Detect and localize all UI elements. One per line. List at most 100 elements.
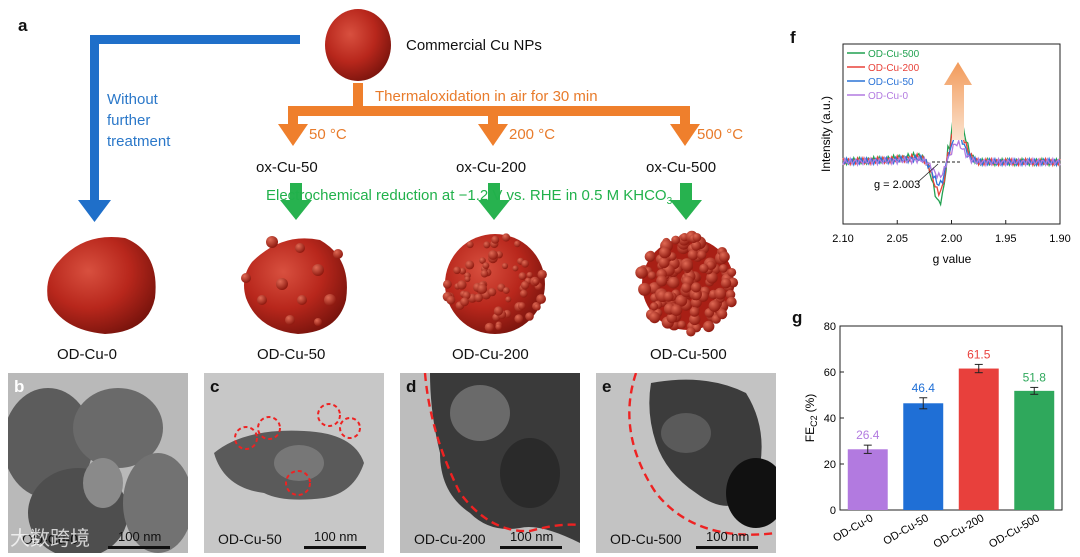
source-label: Commercial Cu NPs xyxy=(406,37,542,54)
surface-bump xyxy=(518,272,527,280)
scale-bar-d xyxy=(500,546,562,549)
bar-ylabel: FEC2(%) xyxy=(803,394,819,443)
surface-bump xyxy=(488,250,498,260)
od-cu-50-particle xyxy=(241,236,347,334)
bar-ylabel-main: FE xyxy=(803,427,817,442)
bar-value-label: 61.5 xyxy=(967,347,991,361)
tem-image-e: e OD-Cu-500 100 nm xyxy=(596,373,776,553)
temp-label-500: 500 °C xyxy=(697,126,744,143)
surface-bump xyxy=(514,314,524,324)
surface-bump xyxy=(533,303,541,311)
epr-series-line xyxy=(842,138,1061,180)
orange-arrow-tree xyxy=(278,83,700,146)
surface-bump xyxy=(689,313,701,326)
epr-ylabel: Intensity (a.u.) xyxy=(819,96,833,172)
surface-bump xyxy=(671,235,681,245)
category-label: OD-Cu-0 xyxy=(831,512,875,544)
surface-bump xyxy=(487,287,497,297)
surface-bump xyxy=(501,262,509,270)
surface-bump xyxy=(686,327,696,337)
reduction-text: Electrochemical reduction at −1.2 V vs. … xyxy=(266,187,667,204)
x-tick-label: 2.10 xyxy=(832,233,853,245)
x-tick-label: 2.00 xyxy=(941,233,962,245)
panel-label-e: e xyxy=(602,377,612,396)
tem-c-texture xyxy=(204,373,384,553)
y-tick-label: 80 xyxy=(824,321,836,333)
bar-ylabel-unit: (%) xyxy=(803,394,817,413)
x-tick-label: 1.95 xyxy=(995,233,1016,245)
x-tick-label: 1.90 xyxy=(1049,233,1070,245)
surface-bump xyxy=(519,289,528,298)
surface-bump xyxy=(474,293,483,303)
y-tick-label: 0 xyxy=(830,505,836,517)
y-tick-label: 60 xyxy=(824,367,836,379)
legend-entry: OD-Cu-0 xyxy=(868,91,908,102)
surface-bump xyxy=(464,276,471,283)
surface-bump xyxy=(525,312,534,321)
commercial-cu-particle xyxy=(325,9,391,81)
thermal-label: Thermaloxidation in air for 30 min xyxy=(375,88,598,105)
surface-bump xyxy=(692,233,702,242)
scheme-diagram xyxy=(47,9,739,337)
scale-text-e: 100 nm xyxy=(706,529,750,544)
left-note-line-3: treatment xyxy=(107,133,171,150)
reduction-sub: 3 xyxy=(666,196,673,207)
scale-bar-c xyxy=(304,546,366,549)
tem-d-texture xyxy=(400,373,580,553)
epr-annotation: g = 2.003 xyxy=(874,179,920,191)
bar xyxy=(958,368,999,510)
surface-bump xyxy=(714,287,727,300)
surface-bump xyxy=(644,251,656,262)
surface-bump xyxy=(718,251,730,263)
surface-bump xyxy=(502,233,511,242)
surface-bump xyxy=(457,280,467,290)
scale-bar-e xyxy=(696,546,758,549)
surface-bump xyxy=(727,268,737,277)
tem-e-texture xyxy=(596,373,776,553)
surface-bump xyxy=(692,291,702,301)
surface-bump xyxy=(681,282,692,293)
surface-bump xyxy=(726,296,737,308)
bar xyxy=(903,403,944,510)
surface-bump xyxy=(687,249,699,261)
bar-value-label: 51.8 xyxy=(1023,370,1047,384)
surface-bump xyxy=(518,302,526,310)
surface-bump xyxy=(459,267,466,275)
od-cu-500-particle xyxy=(635,230,739,337)
surface-bump xyxy=(708,300,721,312)
fe-bar-chart: 26.4OD-Cu-046.4OD-Cu-5061.5OD-Cu-20051.8… xyxy=(803,321,1063,551)
x-tick-label: 2.05 xyxy=(887,233,908,245)
panel-label-a: a xyxy=(18,16,28,35)
legend-entry: OD-Cu-200 xyxy=(868,63,920,74)
surface-bump xyxy=(465,260,475,270)
od-label-0: OD-Cu-0 xyxy=(57,346,118,363)
green-arrows xyxy=(280,183,702,220)
surface-bump xyxy=(647,271,657,280)
surface-bump xyxy=(635,266,648,279)
category-label: OD-Cu-50 xyxy=(881,512,930,547)
surface-bump xyxy=(483,241,491,249)
tem-image-b: b OD-Cu-0 100 nm xyxy=(8,373,188,553)
surface-bump xyxy=(482,262,490,269)
scale-bar-b xyxy=(108,546,170,549)
left-note: Without further treatment xyxy=(107,89,170,152)
surface-bump xyxy=(670,304,683,316)
od-label-50: OD-Cu-50 xyxy=(257,346,326,363)
epr-xlabel: g value xyxy=(933,252,972,266)
surface-bump xyxy=(663,291,674,302)
tem-caption-e: OD-Cu-500 xyxy=(610,531,682,547)
bar-value-label: 46.4 xyxy=(912,381,936,395)
epr-series-line xyxy=(842,128,1061,187)
surface-bump xyxy=(512,265,519,272)
surface-bump xyxy=(460,297,469,307)
surface-bump xyxy=(650,302,659,311)
left-note-line-2: further xyxy=(107,112,151,129)
surface-bump xyxy=(691,240,702,251)
panel-label-g: g xyxy=(792,308,803,327)
tem-b-texture xyxy=(8,373,188,553)
scale-text-d: 100 nm xyxy=(510,529,554,544)
surface-bump xyxy=(536,294,546,304)
temp-label-50: 50 °C xyxy=(309,126,347,143)
surface-bump xyxy=(502,287,510,294)
legend-entry: OD-Cu-500 xyxy=(868,49,920,60)
